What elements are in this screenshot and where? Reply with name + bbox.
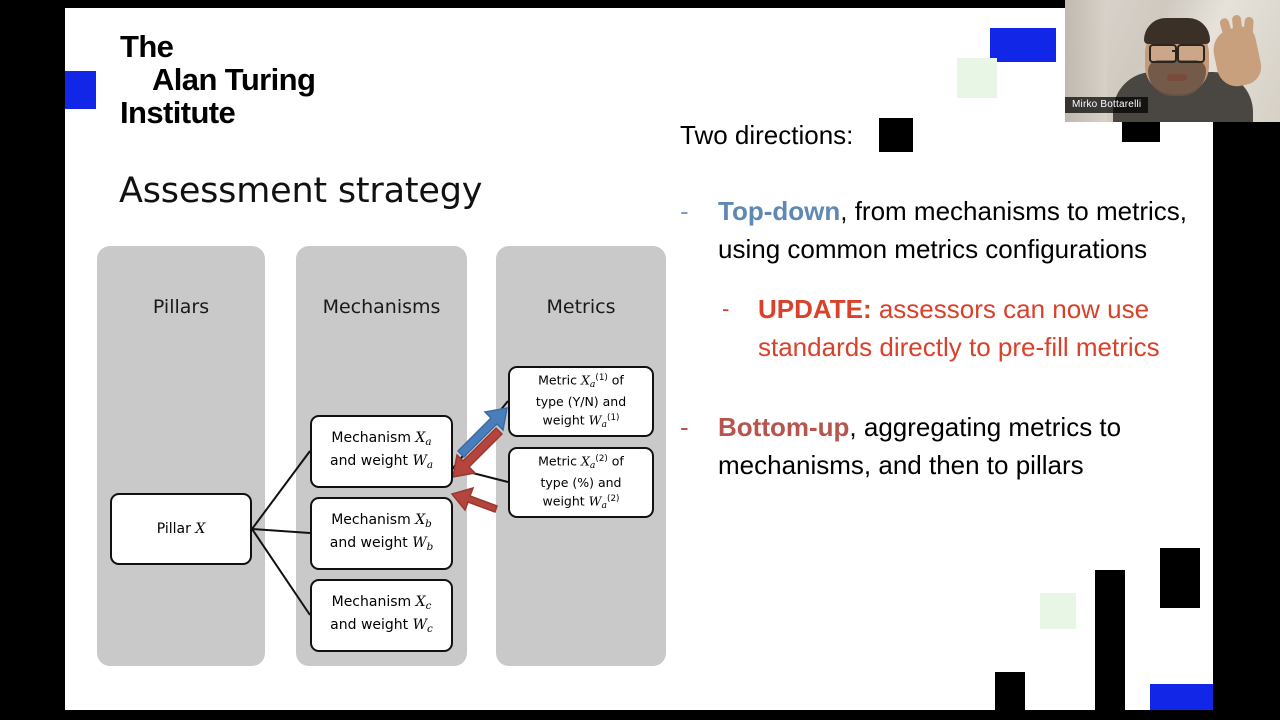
deco-green-square-top [957,58,997,98]
lead-text: Two directions: [680,119,854,150]
bullet-dash: - [722,296,730,321]
bullet-bottom-up-text: Bottom-up, aggregating metrics to mechan… [718,408,1190,484]
node-pillar-x[interactable]: Pillar X [110,493,252,565]
bullet-update-keyword: UPDATE: [758,294,872,324]
bullet-update-text: UPDATE: assessors can now use standards … [758,290,1190,366]
turing-institute-logo: The Alan Turing Institute [120,30,420,129]
bullet-update: - UPDATE: assessors can now use standard… [722,290,1190,366]
lead-line: Two directions: [680,118,1190,152]
assessment-strategy-diagram: Pillars Mechanisms Metrics [97,238,707,668]
node-metric-xa-1-label: Metric Xa(1) of type (Y/N) and weight Wa… [535,372,627,430]
webcam-glasses-bridge [1172,50,1179,52]
node-mechanism-xa-label: Mechanism Xa and weight Wa [329,429,434,471]
webcam-participant-name: Mirko Bottarelli [1065,97,1149,113]
node-mechanism-xc-label: Mechanism Xc and weight Wc [330,593,433,635]
webcam-person-mouth [1167,74,1187,81]
deco-blue-rect-bottom-right [1150,684,1213,710]
bullet-top-down: - Top-down, from mechanisms to metrics, … [680,192,1190,268]
presentation-slide: The Alan Turing Institute Assessment str… [65,8,1213,710]
node-metric-xa-1[interactable]: Metric Xa(1) of type (Y/N) and weight Wa… [508,366,654,437]
node-mechanism-xb[interactable]: Mechanism Xb and weight Wb [310,497,453,570]
deco-blue-square-left [65,71,96,109]
body-text-panel: Two directions: - Top-down, from mechani… [680,118,1190,490]
logo-line-1: The [120,29,174,64]
node-metric-xa-2-label: Metric Xa(2) of type (%) and weight Wa(2… [538,453,624,511]
bullet-top-down-text: Top-down, from mechanisms to metrics, us… [718,192,1190,268]
deco-green-square-bottom [1040,593,1076,629]
bullet-bottom-up-rest: , aggregating metrics to mechanisms, and… [718,412,1122,480]
webcam-glasses-left-lens [1149,44,1177,63]
deco-black-bar-short [995,672,1025,710]
webcam-person-hair [1144,18,1210,44]
bullet-dash: - [680,196,689,226]
bullet-top-down-rest: , from mechanisms to metrics, using comm… [718,196,1187,264]
bullet-update-rest: assessors can now use standards directly… [758,294,1160,362]
webcam-thumbnail[interactable]: Mirko Bottarelli [1065,0,1280,122]
black-square-icon [879,118,914,152]
deco-black-bar-right [1160,548,1200,608]
bullet-bottom-up-keyword: Bottom-up [718,412,850,442]
logo-line-3: Institute [120,95,236,130]
bullet-top-down-keyword: Top-down [718,196,841,226]
node-metric-xa-2[interactable]: Metric Xa(2) of type (%) and weight Wa(2… [508,447,654,518]
diagram-column-pillars: Pillars [97,246,265,666]
node-mechanism-xc[interactable]: Mechanism Xc and weight Wc [310,579,453,652]
node-pillar-x-label: Pillar X [156,521,206,537]
column-label-pillars: Pillars [152,296,210,318]
bullet-dash: - [680,412,689,442]
page-title: Assessment strategy [119,171,483,211]
logo-line-2: Alan Turing [152,62,316,97]
bullet-bottom-up: - Bottom-up, aggregating metrics to mech… [680,408,1190,484]
column-label-mechanisms: Mechanisms [322,296,441,318]
deco-black-bar-tall [1095,570,1125,710]
column-label-metrics: Metrics [546,296,616,318]
node-mechanism-xa[interactable]: Mechanism Xa and weight Wa [310,415,453,488]
node-mechanism-xb-label: Mechanism Xb and weight Wb [329,511,434,553]
deco-blue-rect-top-right [990,28,1056,62]
webcam-glasses-right-lens [1177,44,1205,63]
